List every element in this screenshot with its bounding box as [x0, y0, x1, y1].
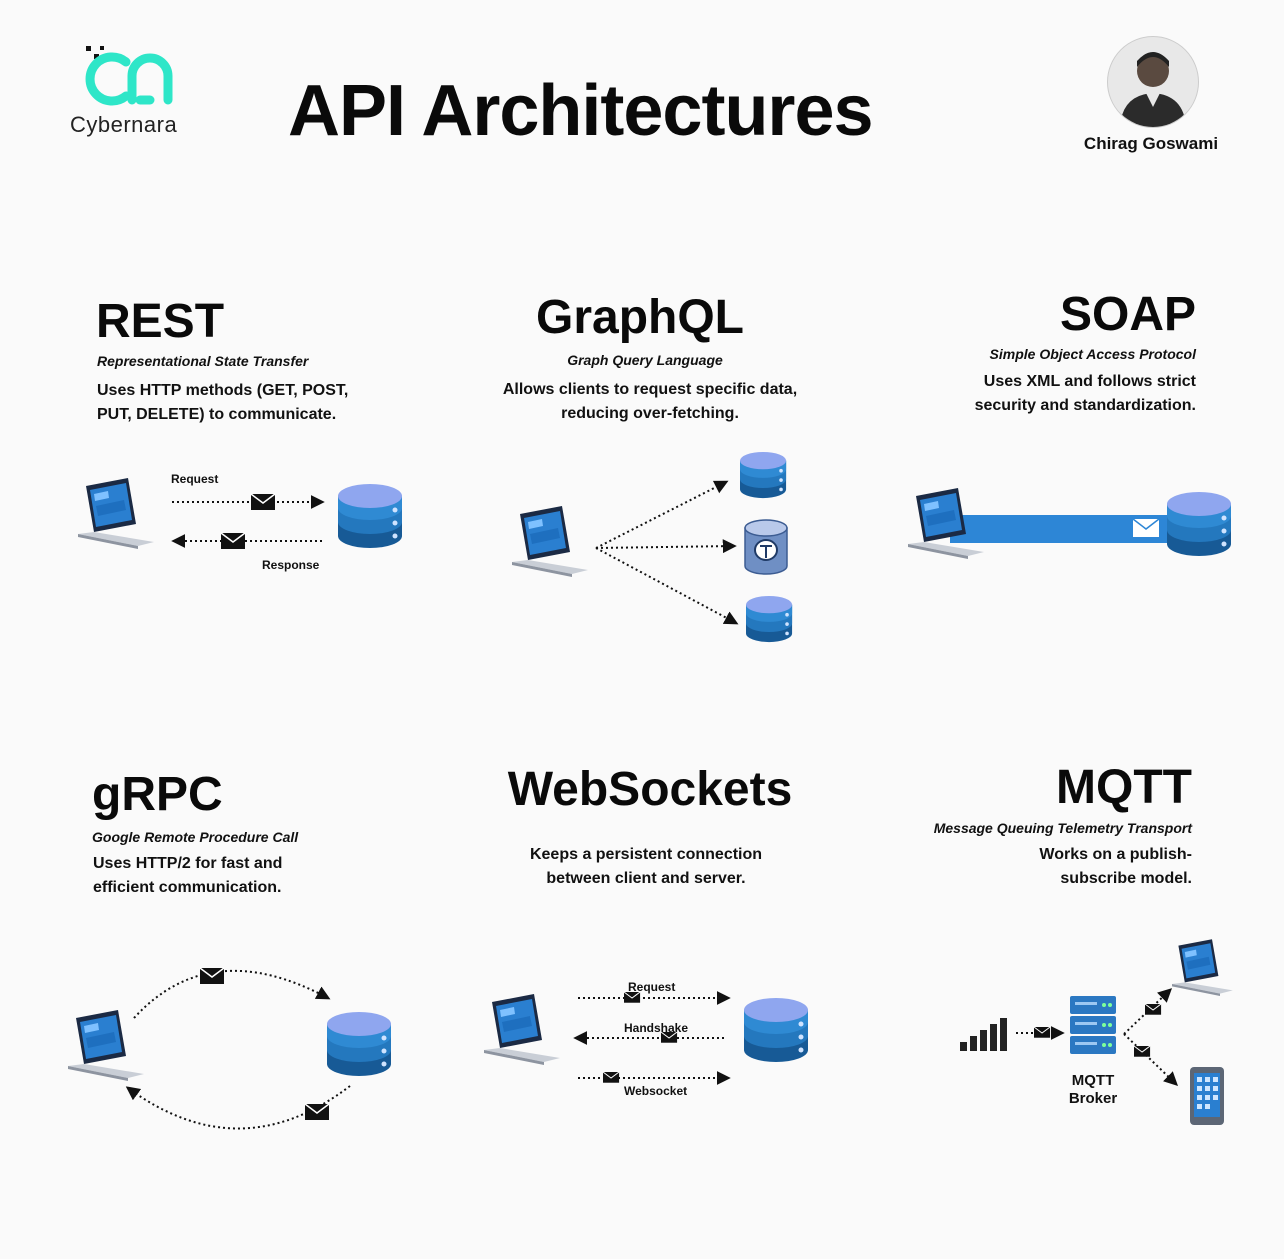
ws-websocket-label: Websocket	[624, 1084, 688, 1098]
graphql-description: Allows clients to request specific data,…	[502, 381, 798, 422]
grpc-title: gRPC	[92, 768, 223, 821]
rest-response-envelope-icon	[220, 532, 246, 550]
author-name: Chirag Goswami	[1083, 134, 1219, 153]
mqtt-out-envelope-2-icon	[1133, 1045, 1151, 1058]
mqtt-out-envelope-1-icon	[1144, 1003, 1162, 1016]
rest-diagram	[78, 478, 402, 550]
websockets-title: WebSockets	[507, 763, 793, 816]
rest-description: Uses HTTP methods (GET, POST, PUT, DELET…	[97, 382, 349, 423]
rest-database-icon	[338, 484, 402, 548]
graphql-database-top-icon	[740, 452, 787, 499]
soap-title: SOAP	[1059, 288, 1196, 341]
grpc-request-envelope-icon	[199, 967, 225, 985]
grpc-response-envelope-icon	[304, 1103, 330, 1121]
rest-request-label: Request	[171, 472, 219, 486]
soap-envelope-icon	[1132, 518, 1160, 537]
rest-request-envelope-icon	[250, 493, 276, 511]
websockets-database-icon	[744, 998, 808, 1062]
postgres-database-icon	[744, 519, 788, 575]
ws-handshake-label: Handshake	[624, 1021, 689, 1035]
page-title: API Architectures	[288, 71, 874, 151]
mqtt-subscriber-laptop-icon	[1172, 939, 1233, 996]
graphql-client-laptop-icon	[512, 506, 588, 577]
mqtt-description: Works on a publish-subscribe model.	[1039, 846, 1192, 887]
websockets-description: Keeps a persistent connection between cl…	[529, 846, 763, 887]
soap-subtitle: Simple Object Access Protocol	[989, 346, 1196, 362]
mqtt-subtitle: Message Queuing Telemetry Transport	[933, 820, 1192, 836]
logo-text: Cybernara	[70, 112, 178, 137]
graphql-title: GraphQL	[535, 291, 744, 344]
author-avatar	[1107, 36, 1199, 128]
soap-database-icon	[1167, 492, 1231, 556]
cybernara-logo-mark	[85, 46, 173, 106]
mqtt-broker-label: MQTT Broker	[1068, 1072, 1118, 1107]
ws-request-label: Request	[628, 980, 676, 994]
grpc-subtitle: Google Remote Procedure Call	[92, 829, 299, 845]
grpc-database-icon	[327, 1012, 391, 1076]
mqtt-inbound-envelope-icon	[1033, 1026, 1051, 1039]
signal-bars-icon	[960, 1018, 1007, 1051]
websockets-diagram	[484, 991, 808, 1085]
graphql-subtitle: Graph Query Language	[567, 352, 723, 368]
mqtt-subscriber-phone-icon	[1190, 1067, 1224, 1125]
rest-title: REST	[96, 295, 225, 348]
grpc-diagram	[68, 967, 391, 1130]
mqtt-title: MQTT	[1056, 761, 1192, 814]
mqtt-broker-server-icon	[1070, 996, 1116, 1054]
websockets-client-laptop-icon	[484, 994, 560, 1065]
rest-subtitle: Representational State Transfer	[97, 353, 309, 369]
grpc-client-laptop-icon	[68, 1010, 144, 1081]
rest-response-label: Response	[262, 558, 320, 572]
graphql-database-bottom-icon	[746, 596, 793, 643]
graphql-diagram	[512, 452, 793, 643]
grpc-description: Uses HTTP/2 for fast and efficient commu…	[93, 855, 283, 896]
rest-client-laptop-icon	[78, 478, 154, 549]
ws-websocket-envelope-icon	[602, 1071, 620, 1084]
soap-diagram	[908, 488, 1231, 559]
mqtt-diagram	[960, 939, 1233, 1125]
soap-description: Uses XML and follows strict security and…	[974, 373, 1196, 414]
